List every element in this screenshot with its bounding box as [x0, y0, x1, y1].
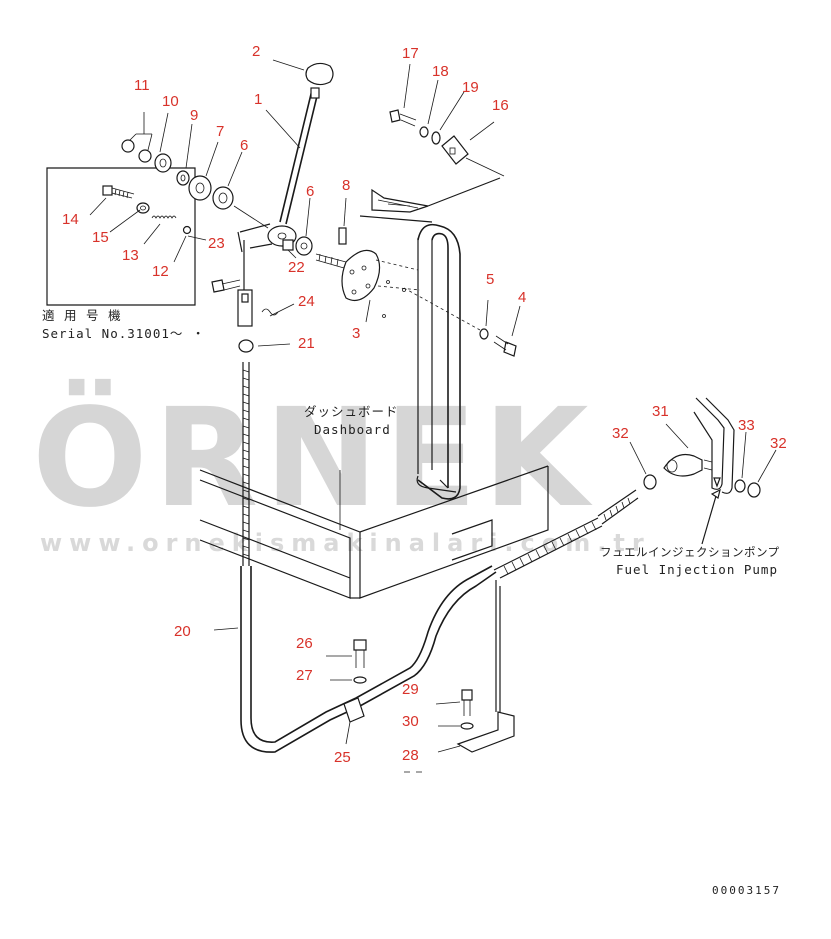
part-number-29: 29	[402, 681, 419, 698]
part-number-30: 30	[402, 713, 419, 730]
washer-19	[431, 131, 441, 145]
drawing-number: 00003157	[712, 884, 781, 897]
part-number-5: 5	[486, 271, 494, 288]
part-number-1: 1	[254, 91, 262, 108]
nut-32a	[643, 474, 657, 490]
bolt-14	[102, 185, 135, 199]
nut-15	[136, 202, 150, 214]
joint-31	[663, 453, 703, 477]
lower-bracket	[326, 580, 515, 773]
bolt-17	[389, 109, 401, 123]
part-number-2: 2	[252, 43, 260, 60]
pump-label-jp: フュエルインジェクションポンプ	[600, 545, 780, 559]
washer-30	[460, 722, 474, 730]
watermark-brand: ÖRNEK	[32, 379, 594, 538]
part-number-32b: 32	[770, 435, 787, 452]
washer-11	[121, 139, 152, 163]
nut-21	[238, 339, 254, 353]
washer-9	[176, 170, 190, 186]
part-number-7: 7	[216, 123, 224, 140]
part-number-23: 23	[208, 235, 225, 252]
washer-5	[479, 328, 489, 340]
bolt-4	[503, 341, 517, 357]
washer-33	[734, 479, 746, 493]
part-number-20: 20	[174, 623, 191, 640]
part-number-25: 25	[334, 749, 351, 766]
serial-label-jp: 適 用 号 機	[42, 308, 122, 323]
nut-32b	[747, 482, 761, 498]
knob-2	[305, 62, 334, 86]
part-number-32a: 32	[612, 425, 629, 442]
spring-13	[151, 215, 177, 219]
part-number-33: 33	[738, 417, 755, 434]
part-number-28: 28	[402, 747, 419, 764]
watermark: ÖRNEK www.ornekismakinalari.com.tr	[32, 379, 651, 557]
part-number-12: 12	[152, 263, 169, 280]
ball-12	[182, 225, 192, 235]
part-number-15: 15	[92, 229, 109, 246]
part-number-16: 16	[492, 97, 509, 114]
roller-6a	[212, 186, 234, 210]
part-number-31: 31	[652, 403, 669, 420]
washer-10	[154, 153, 172, 173]
dashboard	[199, 177, 549, 599]
part-number-18: 18	[432, 63, 449, 80]
part-number-22: 22	[288, 259, 305, 276]
clamp-25	[343, 697, 365, 723]
washer-6b	[295, 236, 313, 256]
cable	[213, 339, 639, 753]
part-number-13: 13	[122, 247, 139, 264]
part-number-9: 9	[190, 107, 198, 124]
part-number-6a: 6	[240, 137, 248, 154]
inset-box	[46, 167, 207, 306]
roller-7	[188, 175, 212, 201]
labels: 適 用 号 機 Serial No.31001～ ・ ダッシュボード Dashb…	[42, 308, 781, 897]
part-number-24: 24	[298, 293, 315, 310]
washer-27	[353, 676, 367, 684]
part-number-26: 26	[296, 635, 313, 652]
pump-linkage	[629, 397, 777, 545]
part-number-21: 21	[298, 335, 315, 352]
lever-assembly	[121, 59, 334, 327]
bracket-parts	[389, 63, 505, 177]
part-number-11: 11	[134, 77, 150, 94]
dashboard-label-jp: ダッシュボード	[304, 404, 399, 419]
pin-8	[338, 227, 347, 245]
part-number-19: 19	[462, 79, 479, 96]
bracket-28	[456, 711, 515, 753]
part-number-6b: 6	[306, 183, 314, 200]
bolt-29	[461, 689, 473, 701]
dashboard-label-en: Dashboard	[314, 422, 391, 437]
part-number-14: 14	[62, 211, 79, 228]
part-number-27: 27	[296, 667, 313, 684]
part-number-17: 17	[402, 45, 419, 62]
serial-label-en: Serial No.31001～ ・	[42, 326, 205, 341]
watermark-url: www.ornekismakinalari.com.tr	[40, 529, 651, 557]
part-number-10: 10	[162, 93, 179, 110]
part-numbers: 2 1 11 10 9 7 6 14 15 13 12 23 22 6 8 17…	[62, 43, 787, 766]
part-number-8: 8	[342, 177, 350, 194]
bolt-26	[353, 639, 367, 651]
part-number-3: 3	[352, 325, 360, 342]
plate-3	[341, 249, 381, 301]
plate-assembly	[282, 197, 521, 357]
pump-label-en: Fuel Injection Pump	[616, 562, 778, 577]
washer-18	[419, 126, 429, 138]
part-number-4: 4	[518, 289, 526, 306]
